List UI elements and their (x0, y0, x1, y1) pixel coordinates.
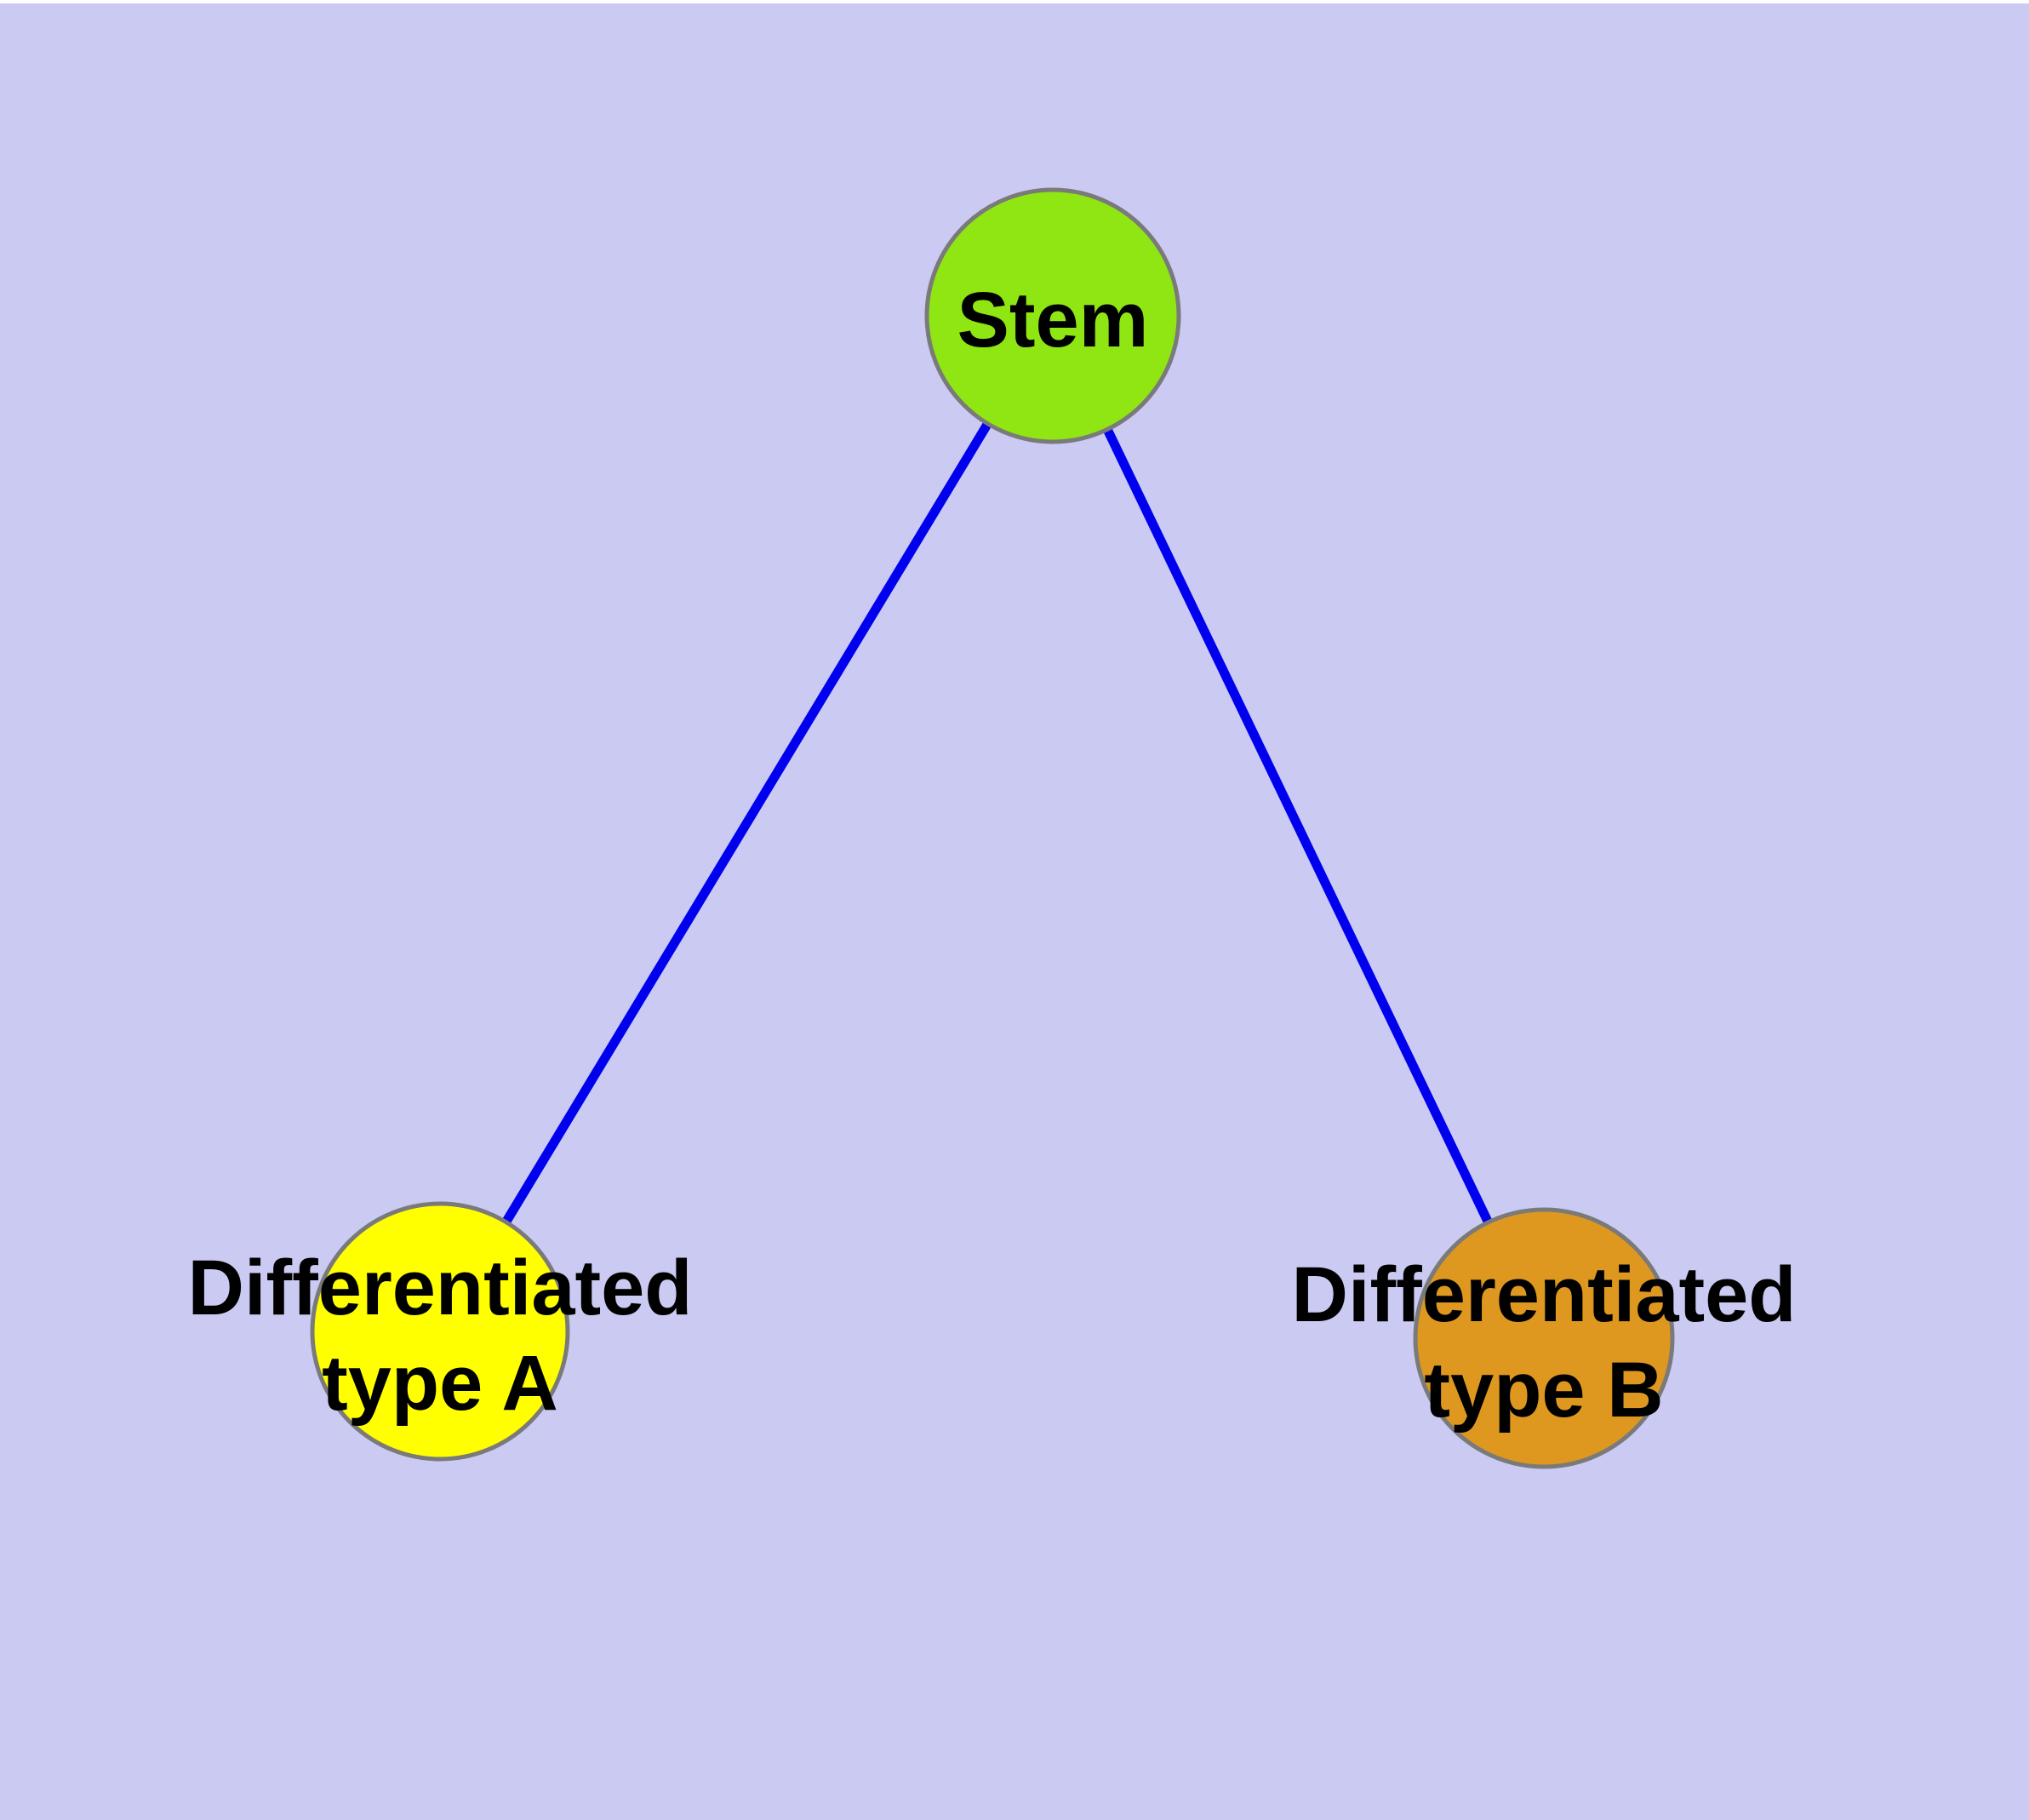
edge-stem-to-diff-a (436, 313, 1057, 1334)
edge-stem-to-diff-b (1049, 313, 1548, 1341)
node-label-stem: Stem (957, 272, 1149, 368)
node-label-differentiated-type-a-line-1: Differentiated (187, 1245, 693, 1331)
top-border-strip (0, 0, 2029, 3)
node-circle-stem (924, 187, 1181, 444)
node-label-differentiated-type-a-line-2: type A (322, 1340, 558, 1427)
node-circle-diff-a (310, 1201, 570, 1462)
node-label-differentiated-type-b-line-1: Differentiated (1291, 1251, 1797, 1338)
node-circle-diff-b (1413, 1207, 1675, 1469)
node-label-stem-line-1: Stem (957, 277, 1149, 363)
node-label-differentiated-type-b-line-2: type B (1424, 1347, 1664, 1434)
node-label-differentiated-type-a: Differentiated type A (188, 1240, 693, 1431)
node-label-differentiated-type-b: Differentiated type B (1292, 1247, 1797, 1438)
